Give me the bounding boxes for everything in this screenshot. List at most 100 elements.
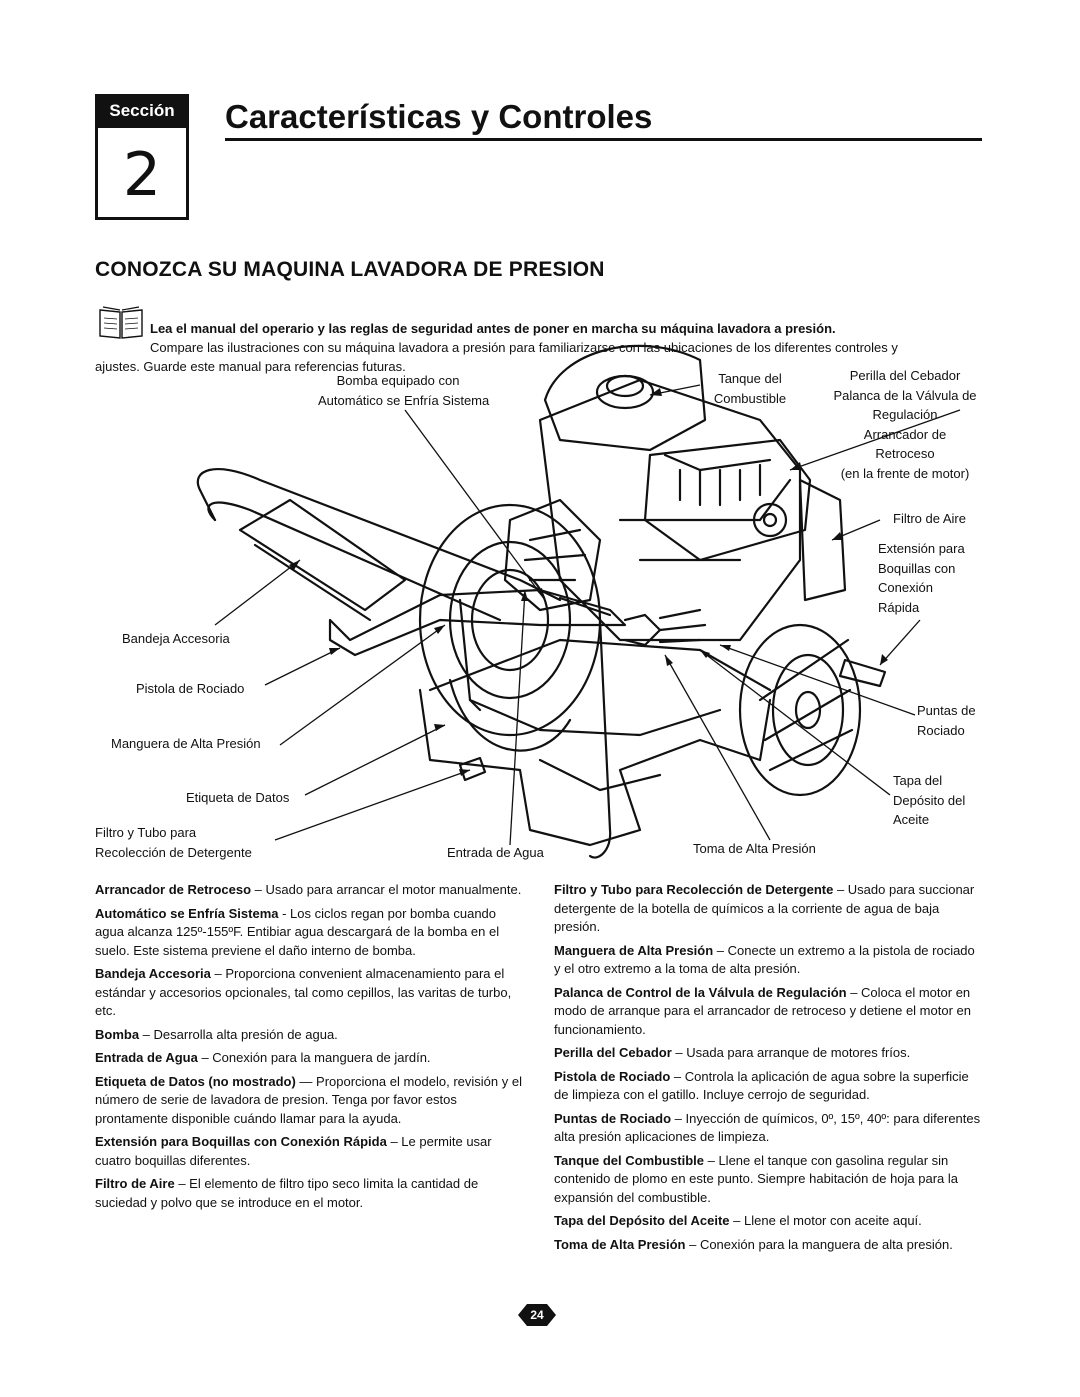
desc-text: — Proporciona el modelo, revisión y el n…	[95, 1073, 522, 1126]
callout-ext-line3: Conexión	[878, 580, 933, 595]
desc-etiqueta: Etiqueta de Datos (no mostrado) — Propor…	[95, 1073, 525, 1129]
callout-etiqueta: Etiqueta de Datos	[186, 790, 290, 805]
callout-bomba-line2: Automático se Enfría Sistema	[318, 392, 490, 408]
callout-toma: Toma de Alta Presión	[693, 841, 816, 856]
intro-line-1: Compare las ilustraciones con su máquina…	[150, 340, 898, 355]
callout-arrancador-line3: (en la frente de motor)	[840, 465, 970, 481]
right-description-column: Filtro y Tubo para Recolección de Deterg…	[554, 881, 984, 1259]
desc-tapa: Tapa del Depósito del Aceite – Llene el …	[554, 1212, 984, 1231]
desc-text: – Conexión para la manguera de alta pres…	[685, 1236, 953, 1252]
callout-perilla-palanca-arrancador: Perilla del Cebador Palanca de la Válvul…	[825, 366, 985, 483]
desc-term: Palanca de Control de la Válvula de Regu…	[554, 984, 847, 1000]
desc-term: Automático se Enfría Sistema	[95, 905, 279, 921]
callout-ext-line4: Rápida	[878, 599, 920, 615]
desc-text: – Conecte un extremo a la pistola de roc…	[554, 942, 975, 977]
callout-perilla: Perilla del Cebador	[849, 368, 961, 383]
desc-toma: Toma de Alta Presión – Conexión para la …	[554, 1236, 984, 1255]
desc-text: – Llene el tanque con gasolina regular s…	[554, 1152, 959, 1205]
callout-palanca-line1: Palanca de la Válvula de	[833, 387, 977, 403]
desc-text: – Usado para succionar detergente de la …	[554, 882, 975, 934]
page-number-badge	[518, 1304, 556, 1326]
desc-term: Bomba	[95, 1026, 140, 1042]
desc-text: – Llene el motor con aceite aquí.	[729, 1213, 922, 1228]
desc-term: Arrancador de Retroceso	[95, 882, 252, 897]
manual-book-icon	[99, 306, 143, 339]
desc-term: Entrada de Agua	[95, 1050, 198, 1065]
callout-ext-line2: Boquillas con	[878, 560, 956, 576]
callout-tapa-line3: Aceite	[893, 812, 930, 827]
callout-filtro-tubo-line2: Recolección de Detergente	[95, 844, 252, 860]
callout-ext-line1: Extensión para	[878, 541, 965, 556]
desc-manguera: Manguera de Alta Presión – Conecte un ex…	[554, 942, 984, 979]
callout-extension: Extensión para Boquillas con Conexión Rá…	[878, 539, 965, 617]
callout-filtro-aire: Filtro de Aire	[893, 511, 966, 526]
desc-term: Tanque del Combustible	[554, 1152, 704, 1168]
desc-term: Perilla del Cebador	[554, 1045, 672, 1060]
desc-term: Pistola de Rociado	[554, 1068, 671, 1084]
desc-filtro-tubo: Filtro y Tubo para Recolección de Deterg…	[554, 881, 984, 937]
callout-bandeja: Bandeja Accesoria	[122, 631, 230, 646]
callout-palanca-line2: Regulación	[872, 407, 938, 422]
desc-term: Etiqueta de Datos (no mostrado)	[95, 1073, 296, 1089]
intro-bold: Lea el manual del operario y las reglas …	[150, 321, 836, 336]
desc-puntas: Puntas de Rociado – Inyección de químico…	[554, 1110, 984, 1147]
desc-text: – Conexión para la manguera de jardín.	[197, 1050, 431, 1065]
callout-tanque-line2: Combustible	[713, 390, 787, 406]
page-title: Características y Controles	[225, 98, 653, 135]
desc-term: Bandeja Accesoria	[95, 966, 211, 981]
desc-arrancador: Arrancador de Retroceso – Usado para arr…	[95, 881, 525, 900]
desc-text: – El elemento de filtro tipo seco limita…	[95, 1176, 479, 1210]
callout-tanque: Tanque del Combustible	[700, 369, 800, 408]
desc-pistola: Pistola de Rociado – Controla la aplicac…	[554, 1068, 984, 1105]
desc-bomba: Bomba – Desarrolla alta presión de agua.	[95, 1026, 525, 1045]
title-rule	[225, 138, 982, 141]
desc-term: Filtro y Tubo para Recolección de Deterg…	[554, 882, 834, 897]
callout-filtro-tubo-line1: Filtro y Tubo para	[95, 825, 197, 840]
callout-bomba-line1: Bomba equipado con	[336, 373, 460, 388]
desc-text: – Inyección de químicos, 0º, 15º, 40º: p…	[554, 1110, 981, 1145]
desc-bandeja: Bandeja Accesoria – Proporciona convenie…	[95, 965, 525, 1021]
desc-automatico: Automático se Enfría Sistema - Los ciclo…	[95, 905, 525, 961]
desc-text: - Los ciclos regan por bomba cuando agua…	[95, 905, 500, 958]
desc-text: – Proporciona convenient almacenamiento …	[95, 966, 512, 1018]
callout-puntas: Puntas de Rociado	[917, 701, 976, 740]
section-tab-label: Sección	[95, 94, 189, 128]
callout-bomba: Bomba equipado con Automático se Enfría …	[318, 371, 489, 410]
page-number: 24	[530, 1308, 544, 1322]
callout-tapa-line1: Tapa del	[893, 773, 943, 788]
desc-perilla: Perilla del Cebador – Usada para arranqu…	[554, 1044, 984, 1063]
callout-entrada: Entrada de Agua	[447, 845, 544, 860]
desc-tanque: Tanque del Combustible – Llene el tanque…	[554, 1152, 984, 1208]
callout-puntas-line2: Rociado	[917, 722, 965, 738]
section-number: 2	[122, 140, 162, 210]
callout-tanque-line1: Tanque del	[718, 371, 782, 386]
intro-paragraph: Lea el manual del operario y las reglas …	[95, 319, 986, 376]
desc-term: Extensión para Boquillas con Conexión Rá…	[95, 1134, 387, 1149]
desc-palanca: Palanca de Control de la Válvula de Regu…	[554, 984, 984, 1040]
desc-term: Manguera de Alta Presión	[554, 942, 714, 958]
callout-arrancador-line2: Retroceso	[875, 446, 935, 461]
callout-arrancador-line1: Arrancador de	[863, 426, 947, 442]
callout-tapa-line2: Depósito del	[893, 792, 966, 808]
left-description-column: Arrancador de Retroceso – Usado para arr…	[95, 881, 525, 1217]
desc-text: – Desarrolla alta presión de agua.	[139, 1026, 338, 1042]
section-heading: CONOZCA SU MAQUINA LAVADORA DE PRESION	[95, 258, 605, 281]
callout-pistola: Pistola de Rociado	[136, 681, 245, 696]
callout-filtro-tubo: Filtro y Tubo para Recolección de Deterg…	[95, 823, 252, 862]
desc-filtro-aire: Filtro de Aire – El elemento de filtro t…	[95, 1175, 525, 1212]
intro-line-2: ajustes. Guarde este manual para referen…	[95, 359, 406, 374]
desc-term: Puntas de Rociado	[554, 1110, 672, 1126]
desc-text: – Coloca el motor en modo de arranque pa…	[554, 984, 971, 1037]
callout-manguera: Manguera de Alta Presión	[111, 736, 261, 751]
desc-entrada: Entrada de Agua – Conexión para la mangu…	[95, 1049, 525, 1068]
desc-extension: Extensión para Boquillas con Conexión Rá…	[95, 1133, 525, 1170]
pressure-washer-illustration	[196, 344, 961, 859]
desc-text: – Usada para arranque de motores fríos.	[671, 1045, 911, 1060]
callout-puntas-line1: Puntas de	[917, 703, 976, 718]
desc-text: – Controla la aplicación de agua sobre l…	[554, 1068, 969, 1103]
desc-text: – Usado para arrancar el motor manualmen…	[251, 882, 522, 897]
desc-text: – Le permite usar cuatro boquillas difer…	[95, 1134, 492, 1168]
callout-tapa: Tapa del Depósito del Aceite	[893, 771, 965, 830]
desc-term: Toma de Alta Presión	[554, 1236, 686, 1252]
desc-term: Filtro de Aire	[95, 1176, 175, 1191]
